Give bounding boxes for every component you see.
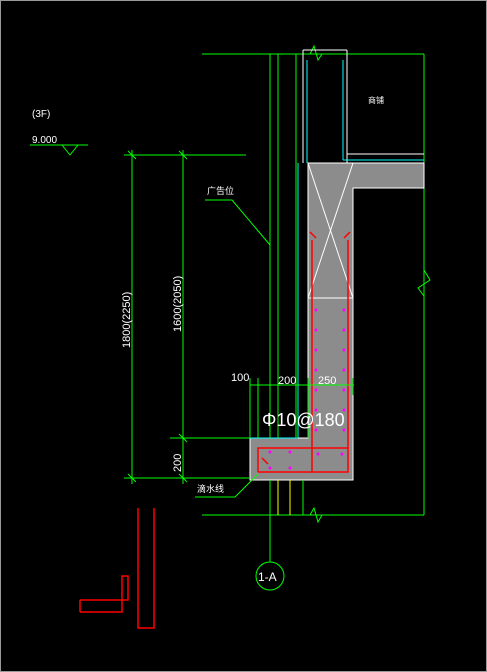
wall-inner-line <box>306 60 424 163</box>
drip-line-leader <box>195 473 259 498</box>
dim-width-250: 250 <box>318 375 336 387</box>
axis-bubble <box>255 561 285 591</box>
rebar-annotation: Φ10@180 <box>262 410 345 430</box>
elevation-value: 9.000 <box>32 135 57 146</box>
dim-upper-height: 1600(2050) <box>172 276 184 332</box>
ad-position-leader <box>205 199 271 246</box>
beam-cross <box>307 162 354 299</box>
rebar <box>257 231 351 473</box>
axis-label: 1-A <box>258 570 277 584</box>
upper-wall <box>302 49 424 163</box>
dim-width-200: 200 <box>278 375 296 387</box>
axis-line <box>269 480 304 562</box>
floor-label: (3F) <box>32 109 50 120</box>
ad-board <box>269 54 297 438</box>
axis-stubs <box>277 480 291 515</box>
horizontal-dimension <box>249 378 354 438</box>
rebar-dots <box>268 308 346 470</box>
dimension-lines <box>124 150 250 484</box>
dim-width-100: 100 <box>231 372 249 384</box>
dim-bottom-height: 200 <box>172 454 184 472</box>
panel-contour <box>250 163 299 439</box>
ad-position-label: 广告位 <box>207 185 234 196</box>
rebar-detail-sketch <box>79 508 155 629</box>
dim-total-height: 1800(2250) <box>121 292 133 348</box>
room-label: 商铺 <box>368 95 384 105</box>
drip-line-label: 滴水线 <box>197 483 224 494</box>
elevation-marker <box>30 144 88 156</box>
